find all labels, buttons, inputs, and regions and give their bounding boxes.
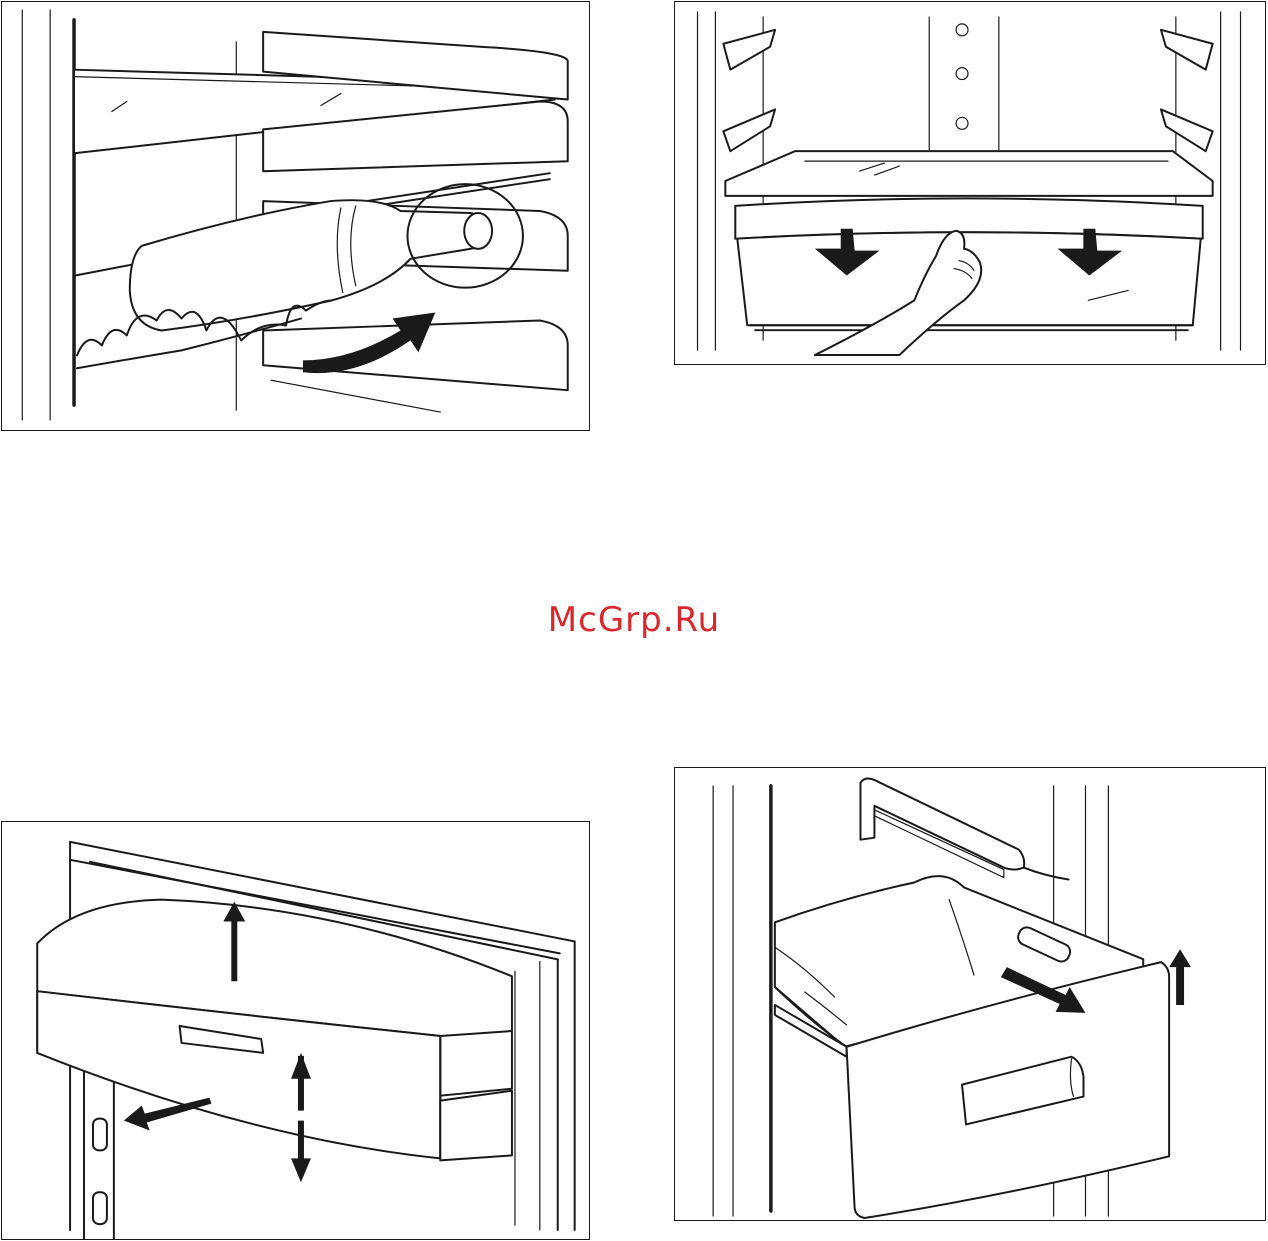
figure-freezer-drawer — [674, 767, 1266, 1221]
crisper-cover-illustration — [675, 2, 1265, 364]
wine-rack-illustration — [2, 2, 589, 430]
watermark-text: McGrp.Ru — [0, 600, 1268, 640]
figure-crisper-cover — [674, 1, 1266, 365]
freezer-drawer-illustration — [675, 768, 1265, 1220]
figure-wine-rack — [1, 1, 590, 431]
figure-door-balcony — [1, 821, 590, 1240]
door-balcony-illustration — [2, 822, 589, 1239]
